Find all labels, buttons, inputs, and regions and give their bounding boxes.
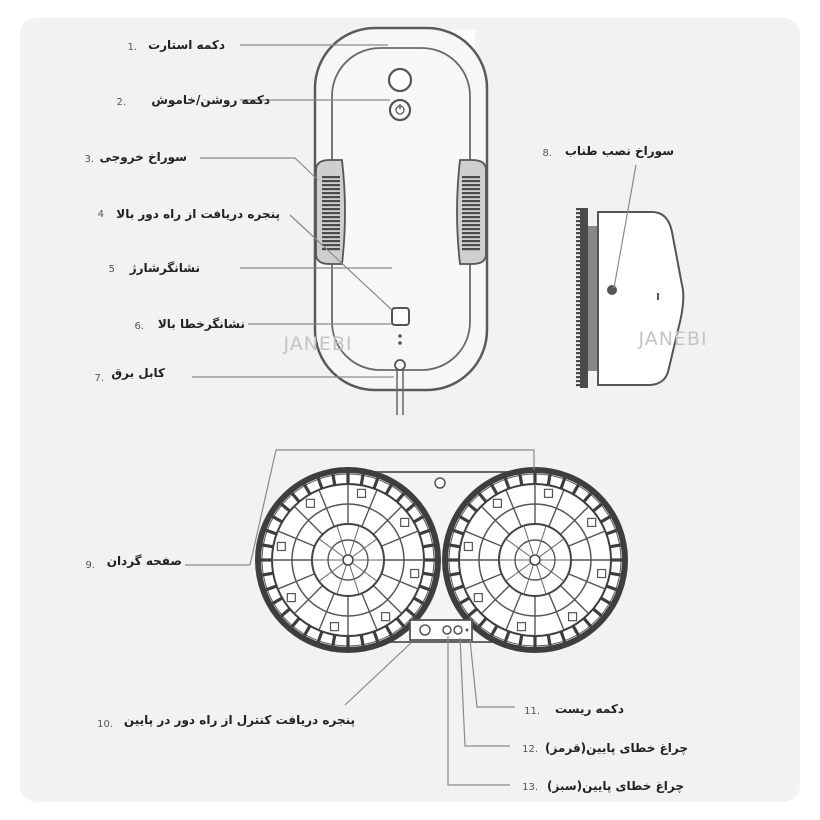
side-pad (580, 208, 588, 388)
bottom-error-light-red (453, 625, 463, 635)
charge-indicator (398, 334, 402, 338)
start-button (387, 67, 413, 93)
rotating-disc-left (255, 467, 441, 653)
watermark-right: JANEBI (637, 328, 707, 350)
label-top-remote-window: پنجره دریافت از راه دور بالا (116, 207, 280, 222)
label-reset-button: دکمه ریست (555, 702, 624, 716)
label-bottom-error-green: چراغ خطای پایین(سبز) (547, 779, 684, 793)
bottom-error-light-green (442, 625, 452, 635)
label-power-cable: کابل برق (111, 366, 165, 380)
label-top-error-indicator: نشانگرخطا بالا (158, 317, 245, 331)
label-bottom-error-red: چراغ خطای پایین(قرمز) (545, 741, 688, 755)
cable-grommet (394, 359, 406, 371)
top-remote-receiver-window (391, 307, 410, 326)
label-rope-hole: سوراخ نصب طناب (565, 144, 674, 159)
power-button (388, 98, 412, 122)
label-rotating-disc: صفحه گردان (107, 554, 182, 568)
bottom-remote-receiver-window (419, 624, 431, 636)
label-3-number: 3. (84, 154, 94, 165)
label-8-number: 8. (542, 148, 552, 159)
label-power-button: دکمه روشن/خاموش (151, 93, 270, 108)
exhaust-hole-left (315, 159, 346, 265)
leader-lines (185, 44, 637, 786)
label-4-number: 4 (98, 209, 104, 220)
rotating-disc-right (442, 467, 628, 653)
label-charge-indicator: نشانگرشارژ (129, 261, 200, 275)
label-9-number: 9. (85, 560, 95, 571)
front-view-device: JANEBI (282, 26, 489, 415)
label-start-button: دکمه استارت (148, 38, 225, 52)
label-exhaust-hole: سوراخ خروجی (99, 150, 187, 165)
label-10-number: 10. (97, 719, 113, 730)
side-body (597, 211, 685, 386)
callout-labels: دکمه استارت 1. دکمه روشن/خاموش 2. سوراخ … (84, 38, 688, 793)
side-view-device: JANEBI (576, 208, 707, 388)
label-bottom-remote-window: پنجره دریافت کنترل از راه دور در پایین (124, 713, 355, 728)
label-7-number: 7. (94, 373, 104, 384)
watermark-left: JANEBI (282, 333, 352, 355)
label-2-number: 2. (116, 97, 126, 108)
device-outer-body (313, 26, 489, 392)
label-5-number: 5 (109, 264, 115, 275)
exhaust-hole-right (456, 159, 487, 265)
reset-button (465, 628, 469, 632)
rope-hole (607, 285, 617, 295)
label-12-number: 12. (522, 744, 538, 755)
top-error-indicator (398, 341, 402, 345)
label-1-number: 1. (127, 42, 137, 53)
bottom-view-device (255, 467, 628, 653)
label-6-number: 6. (134, 321, 144, 332)
label-13-number: 13. (522, 782, 538, 793)
label-11-number: 11. (524, 706, 540, 717)
